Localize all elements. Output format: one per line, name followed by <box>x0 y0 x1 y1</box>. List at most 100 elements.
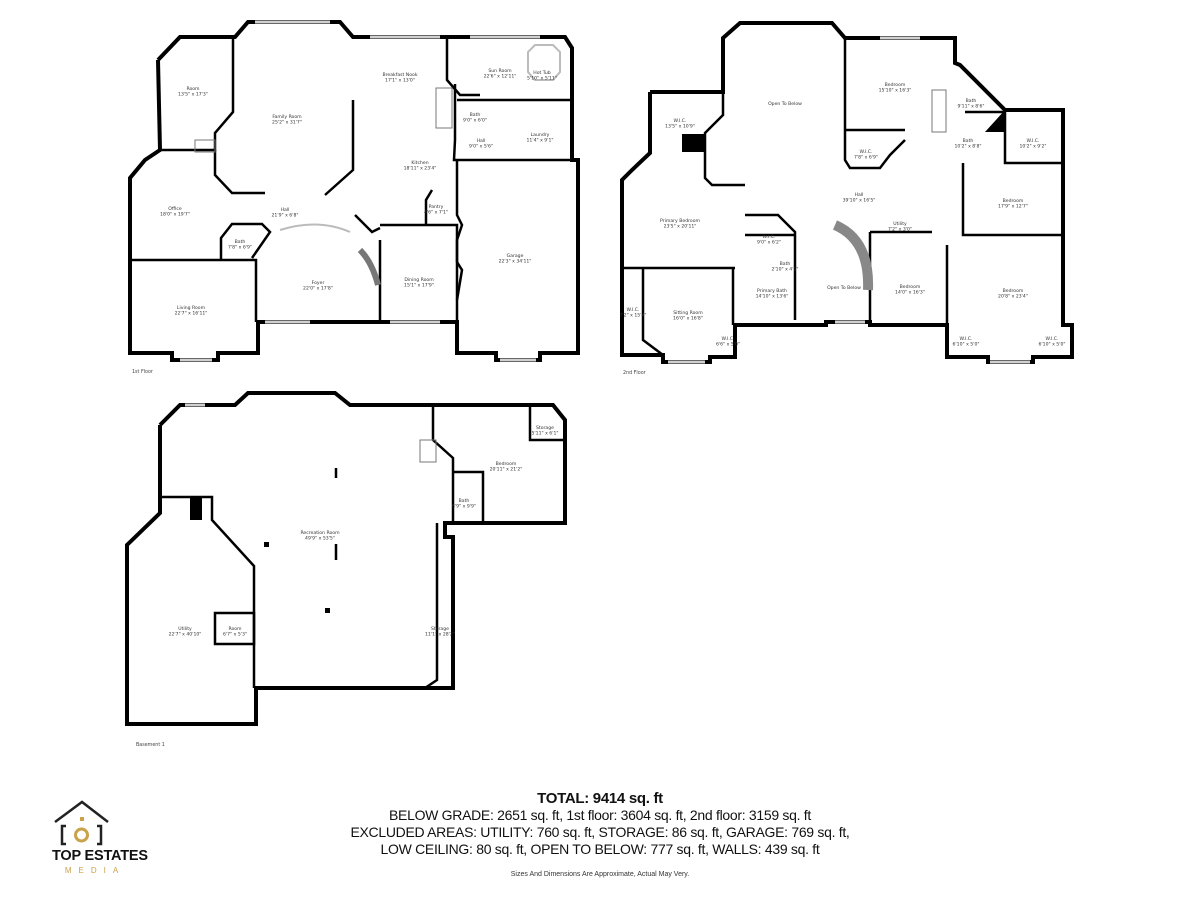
first-floor-plan <box>128 20 580 362</box>
bracket-icon <box>60 824 103 846</box>
room-dimensions: 2'10" x 4'1" <box>771 267 798 273</box>
room-dimensions: 7'2" x 15'4" <box>619 313 646 319</box>
first-floor-interior-walls <box>130 37 572 322</box>
room-dimensions: 9'0" x 5'6" <box>469 144 493 150</box>
room-name: Garage <box>507 253 524 259</box>
room-dimensions: 14'10" x 13'6" <box>756 294 789 300</box>
first-floor-windows <box>180 20 540 362</box>
room-dimensions: 9'0" x 6'0" <box>463 118 487 124</box>
support-column <box>264 542 269 547</box>
room-name: Open To Below <box>768 101 802 107</box>
room-dimensions: 4'6" x 7'1" <box>424 210 448 216</box>
archway <box>279 223 351 233</box>
room-dimensions: 5'10" x 5'11" <box>527 76 557 82</box>
floor-label: 1st Floor <box>132 369 153 375</box>
room-dimensions: 6'6" x 5'0" <box>716 342 740 348</box>
room-name: W.I.C. <box>1027 138 1040 144</box>
room-name: Breakfast Nook <box>382 72 417 78</box>
room-name: Room <box>186 86 200 92</box>
sun-icon <box>74 827 89 843</box>
room-name: Bedroom <box>885 82 906 88</box>
room-dimensions: 7'2" x 3'0" <box>888 227 912 233</box>
room-name: Utility <box>178 626 192 632</box>
room-name: Storage <box>536 425 554 431</box>
second-floor-windows <box>668 36 1030 364</box>
room-dimensions: 22'0" x 17'8" <box>303 286 333 292</box>
curved-stairs-icon <box>357 247 381 286</box>
room-name: Bath <box>459 498 470 504</box>
basement-exterior-wall <box>125 391 567 726</box>
room-dimensions: 22'7" x 16'11" <box>175 311 208 317</box>
room-dimensions: 17'1" x 13'0" <box>385 78 415 84</box>
room-dimensions: 39'10" x 16'5" <box>843 198 876 204</box>
room-dimensions: 14'0" x 16'3" <box>895 290 925 296</box>
area-breakdown: BELOW GRADE: 2651 sq. ft, 1st floor: 360… <box>389 807 811 823</box>
room-dimensions: 49'9" x 53'5" <box>305 536 335 542</box>
room-name: Primary Bath <box>757 288 787 294</box>
house-roof-icon <box>54 800 109 824</box>
room-name: Family Room <box>272 114 302 120</box>
room-dimensions: 22'7" x 40'10" <box>169 632 202 638</box>
room-name: Hall <box>281 207 290 213</box>
room-name: Kitchen <box>411 160 428 166</box>
stairs-icon <box>931 89 947 133</box>
stairs-icon <box>419 439 437 463</box>
room-dimensions: 5'11" x 6'1" <box>531 431 558 437</box>
room-name: W.I.C. <box>960 336 973 342</box>
room-name: Bedroom <box>900 284 921 290</box>
excluded-areas-continued: LOW CEILING: 80 sq. ft, OPEN TO BELOW: 7… <box>380 841 820 857</box>
room-name: W.I.C. <box>722 336 735 342</box>
chimney-block <box>190 498 202 520</box>
room-name: Storage <box>431 626 449 632</box>
room-name: Foyer <box>312 280 325 286</box>
curved-stairs-icon <box>832 220 874 291</box>
logo-text-media: MEDIA <box>64 866 126 875</box>
room-name: Sitting Room <box>673 310 703 316</box>
room-dimensions: 18'0" x 19'7" <box>160 212 190 218</box>
room-dimensions: 20'11" x 21'2" <box>490 467 523 473</box>
room-dimensions: 8'9" x 9'9" <box>452 504 476 510</box>
room-dimensions: 6'7" x 5'3" <box>223 632 247 638</box>
room-name: W.I.C. <box>627 307 640 313</box>
room-dimensions: 9'11" x 8'6" <box>957 104 984 110</box>
room-name: Hot Tub <box>533 70 551 76</box>
total-area: TOTAL: 9414 sq. ft <box>537 790 663 807</box>
room-dimensions: 11'4" x 9'1" <box>526 138 553 144</box>
room-name: Bath <box>235 239 246 245</box>
second-floor-interior-walls <box>622 38 1063 356</box>
room-dimensions: 25'2" x 31'7" <box>272 120 302 126</box>
room-name: Bedroom <box>1003 198 1024 204</box>
room-dimensions: 16'0" x 16'8" <box>673 316 703 322</box>
room-dimensions: 10'2" x 9'2" <box>1019 144 1046 150</box>
second-floor-plan <box>620 21 1074 364</box>
room-name: Hall <box>855 192 864 198</box>
room-name: Bath <box>780 261 791 267</box>
room-name: Sun Room <box>488 68 512 74</box>
chimney-block <box>682 134 704 152</box>
room-dimensions: 10'2" x 8'8" <box>954 144 981 150</box>
room-name: Primary Bedroom <box>660 218 701 224</box>
room-name: Utility <box>893 221 907 227</box>
basement-interior-walls <box>160 405 565 690</box>
room-dimensions: 21'9" x 6'8" <box>271 213 298 219</box>
room-dimensions: 23'5" x 20'11" <box>664 224 697 230</box>
room-name: W.I.C. <box>763 234 776 240</box>
stairs-icon <box>435 87 453 129</box>
room-dimensions: 7'8" x 6'9" <box>228 245 252 251</box>
basement-plan <box>125 391 567 726</box>
room-dimensions: 22'6" x 12'11" <box>484 74 517 80</box>
chimney-block <box>985 110 1005 132</box>
room-name: W.I.C. <box>674 118 687 124</box>
room-name: Open To Below <box>827 285 861 291</box>
excluded-areas: EXCLUDED AREAS: UTILITY: 760 sq. ft, STO… <box>350 824 850 840</box>
support-column <box>325 608 330 613</box>
floor-label: Basement 1 <box>136 742 165 748</box>
room-dimensions: 6'10" x 5'0" <box>952 342 979 348</box>
window-icon <box>80 817 84 821</box>
logo-text-top: TOP ESTATES <box>52 848 148 864</box>
room-name: Dining Room <box>404 277 434 283</box>
room-name: Bedroom <box>1003 288 1024 294</box>
floor-label: 2nd Floor <box>623 370 646 376</box>
room-name: Pantry <box>429 204 444 210</box>
room-dimensions: 17'9" x 12'7" <box>998 204 1028 210</box>
